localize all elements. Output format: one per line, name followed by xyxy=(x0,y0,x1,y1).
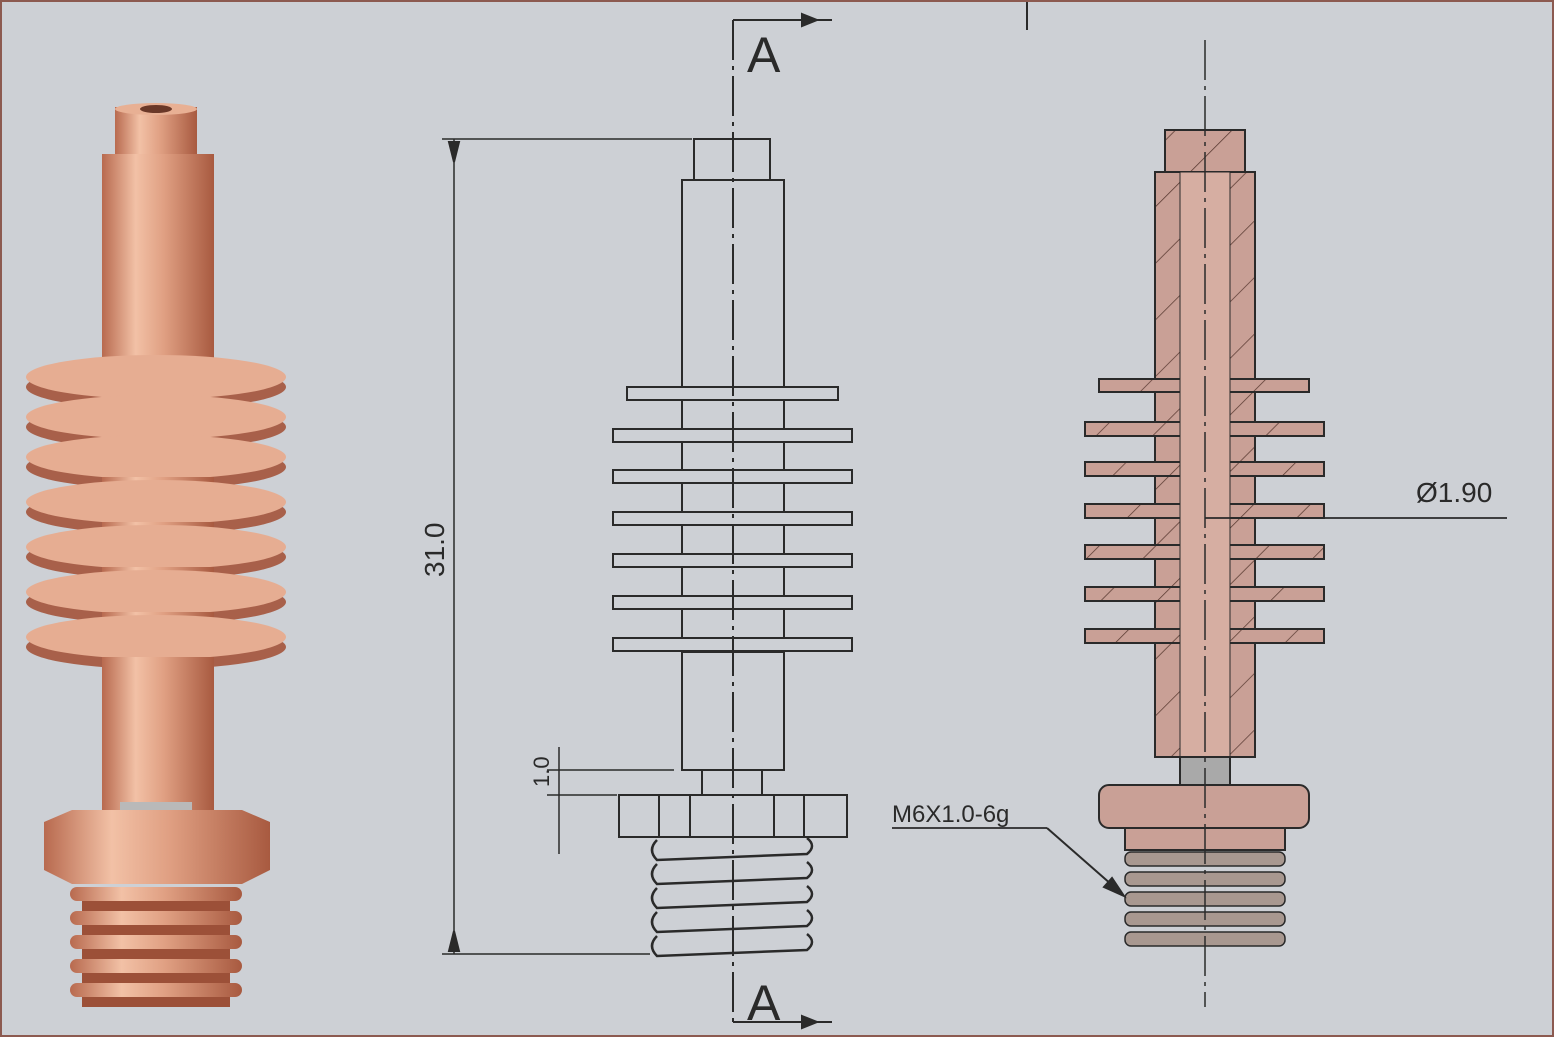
thread-ridge xyxy=(70,911,242,925)
thread-profile xyxy=(650,885,814,910)
cooling-fin xyxy=(612,511,853,526)
section-view xyxy=(892,40,1507,1007)
neck-length-dimension: 1.0 xyxy=(529,756,554,787)
thread-profile xyxy=(650,837,814,862)
cooling-fin xyxy=(26,615,286,659)
thread-ridge xyxy=(70,887,242,901)
thread-root xyxy=(82,997,230,1007)
tube-segment xyxy=(102,657,214,677)
bore-diameter-dimension: Ø1.90 xyxy=(1416,477,1492,508)
thread-root xyxy=(82,973,230,983)
thread-root xyxy=(82,925,230,935)
thread-root xyxy=(82,901,230,911)
cooling-fin xyxy=(26,480,286,524)
section-label-top: A xyxy=(747,27,781,83)
thread-ridge xyxy=(70,935,242,949)
overall-length-dimension: 31.0 xyxy=(419,523,450,578)
cooling-fin xyxy=(26,525,286,569)
cooling-fin xyxy=(26,355,286,399)
thread-root xyxy=(82,949,230,959)
cooling-fin xyxy=(26,570,286,614)
thread-ridge xyxy=(70,959,242,973)
thread-spec-callout: M6X1.0-6g xyxy=(892,801,1009,828)
cooling-fin xyxy=(26,395,286,439)
elevation-view xyxy=(442,2,1028,1030)
thread-ridge xyxy=(70,983,242,997)
section-label-bottom: A xyxy=(747,975,781,1031)
cooling-fin xyxy=(26,435,286,479)
product-photo xyxy=(26,103,286,1007)
